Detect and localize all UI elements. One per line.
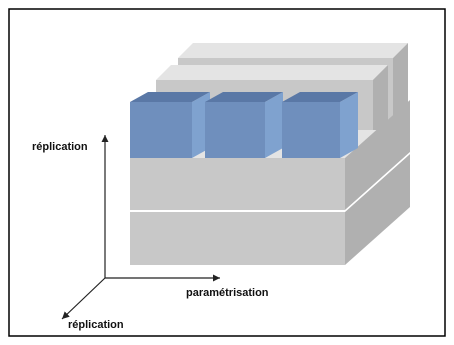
blue-cube-2 <box>205 92 283 158</box>
depth-axis-arrow <box>61 277 106 320</box>
blue-cube-1 <box>130 92 210 158</box>
depth-axis-label: réplication <box>68 319 124 331</box>
vertical-axis-label: réplication <box>32 141 88 153</box>
horizontal-axis-label: paramétrisation <box>186 287 269 299</box>
gray-layer-lower <box>130 152 411 265</box>
blue-cube-3 <box>282 92 358 158</box>
